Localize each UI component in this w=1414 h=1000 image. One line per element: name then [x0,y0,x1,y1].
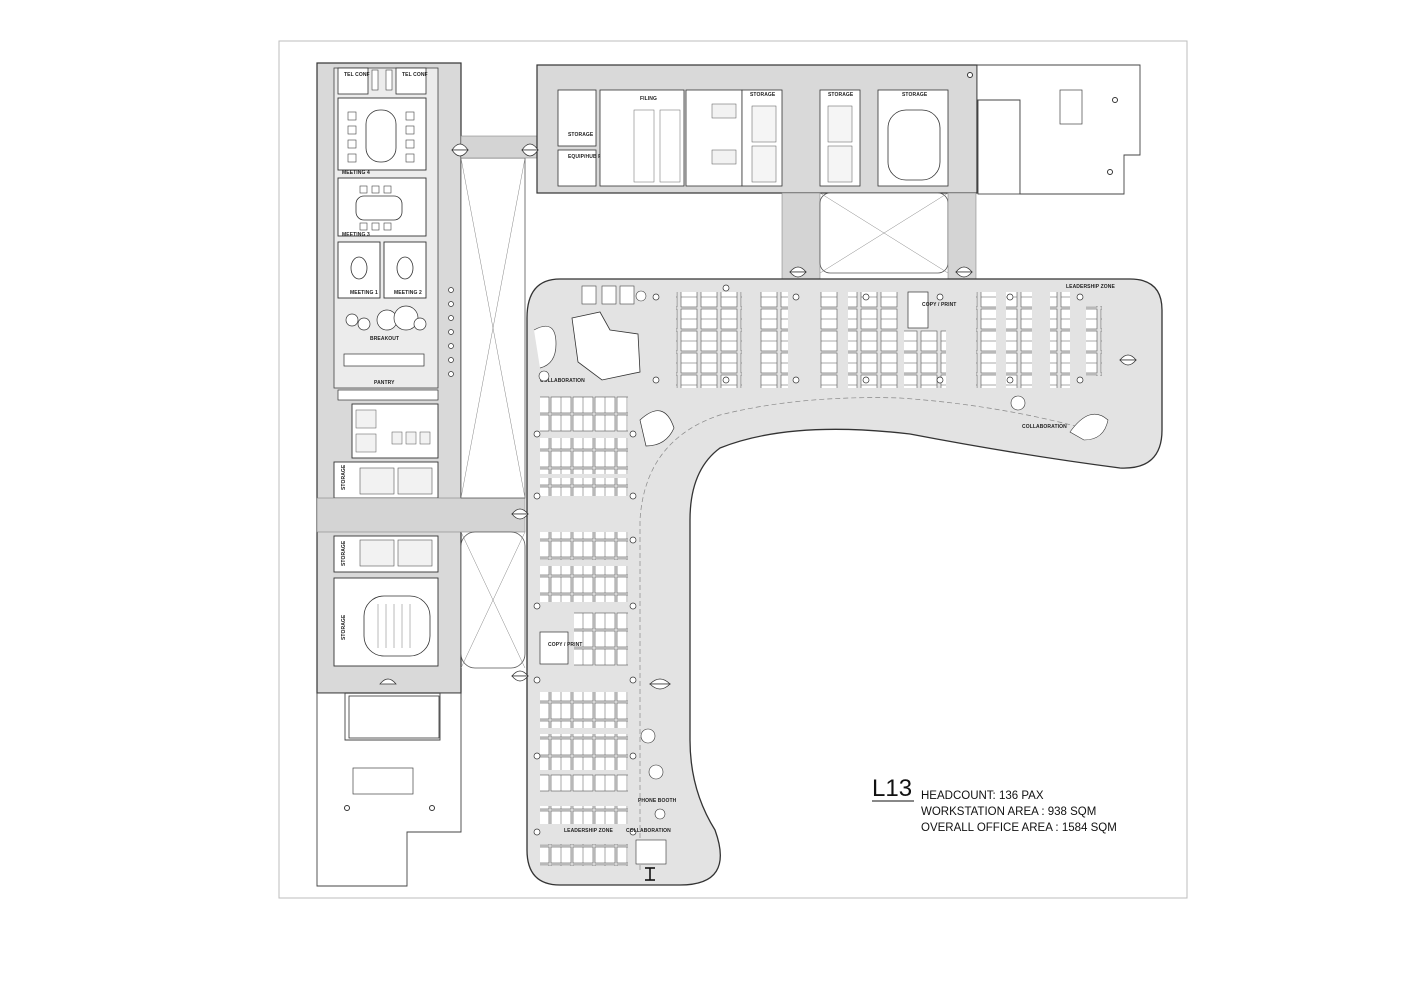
main-office-floor [526,278,1163,886]
pantry-label: PANTRY [374,380,395,386]
equip-room-label: EQUIP/HUB ROOM [568,154,614,160]
copy-print-1-label: COPY / PRINT [922,302,956,308]
storage-north-1-label: STORAGE [568,132,594,138]
tel-conf-room-2 [395,67,427,95]
desk-cluster-west [540,396,628,866]
copy-print-west [539,631,569,665]
north-connector-east [947,192,977,280]
leadership-zone-2-label: LEADERSHIP ZONE [564,828,613,834]
storage-west-2-label: STORAGE [341,540,347,566]
tel-conf-room-1 [337,67,369,95]
section-marker [645,867,655,881]
tel-conf-label-2: TEL CONF [402,72,428,78]
headcount-text: HEADCOUNT: 136 PAX [921,790,1044,802]
north-connector-west [781,192,821,280]
meeting-3-label: MEETING 3 [342,232,370,238]
collaboration-3-label: COLLABORATION [626,828,671,834]
equipment-hub-room [557,149,597,187]
meeting-pod [639,410,675,447]
meeting-3-chairs [359,185,392,231]
copy-print-north [907,291,929,329]
north-wing-columns [652,284,1084,384]
copy-print-2-label: COPY / PRINT [548,642,582,648]
feature-stair [571,311,641,381]
north-stair [887,109,941,181]
meeting-4-chairs [347,111,415,163]
storage-north-4-label: STORAGE [902,92,928,98]
collaboration-1-label: COLLABORATION [540,378,585,384]
collaboration-2-label: COLLABORATION [1022,424,1067,430]
drawing-frame [278,40,1188,899]
west-stair [363,595,431,657]
west-corridor [316,497,526,533]
meeting-table-3 [355,195,403,221]
tel-conf-label-1: TEL CONF [344,72,370,78]
collaboration-northeast-furniture [1010,395,1109,441]
meeting-1-label: MEETING 1 [350,290,378,296]
pantry-counter [343,353,425,367]
meeting-2-label: MEETING 2 [394,290,422,296]
meeting-4-label: MEETING 4 [342,170,370,176]
west-column-row [448,287,454,377]
storage-west-1-label: STORAGE [341,464,347,490]
northeast-terrace [976,64,1141,195]
circulation-path [639,397,1091,870]
filing-room [599,89,685,187]
filing-label: FILING [640,96,657,102]
meeting-table-4 [365,109,397,163]
overall-area-text: OVERALL OFFICE AREA : 1584 SQM [921,822,1117,834]
desk-cluster-north [676,292,1102,388]
south-collaboration-furniture [635,728,667,865]
workstation-area-text: WORKSTATION AREA : 938 SQM [921,806,1096,818]
phone-booth-label: PHONE BOOTH [638,798,677,804]
storage-north-2-label: STORAGE [750,92,776,98]
breakout-label: BREAKOUT [370,336,399,342]
leadership-zone-1-label: LEADERSHIP ZONE [1066,284,1115,290]
breakout-furniture [345,305,427,331]
storage-west-3-label: STORAGE [341,614,347,640]
level-label: L13 [872,775,912,802]
storage-north-3-label: STORAGE [828,92,854,98]
west-wing-columns [533,430,637,836]
door-swings [379,143,1137,690]
